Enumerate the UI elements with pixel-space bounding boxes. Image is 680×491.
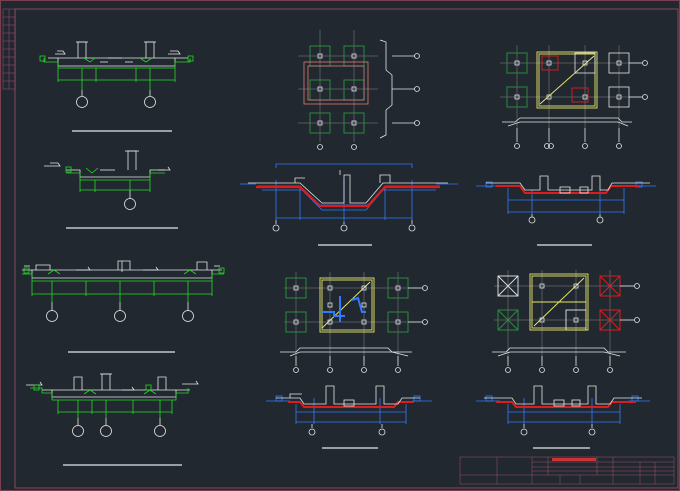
plan-view-2[interactable] xyxy=(500,45,648,149)
view-underlines xyxy=(63,130,592,466)
bearing-section-2[interactable] xyxy=(44,150,171,210)
section-detail-2[interactable] xyxy=(476,175,656,224)
bearing-section-3[interactable] xyxy=(22,260,225,322)
plan-view-3[interactable] xyxy=(280,272,428,373)
section-detail-3[interactable] xyxy=(266,385,432,436)
section-detail-1[interactable] xyxy=(240,163,458,232)
section-detail-4[interactable] xyxy=(476,385,650,436)
bearing-section-4[interactable] xyxy=(26,373,199,437)
binding-margin-strip xyxy=(2,8,16,90)
bearing-section-1[interactable] xyxy=(39,41,194,108)
plan-view-1[interactable] xyxy=(298,30,420,150)
title-block xyxy=(459,456,675,485)
title-block-red-label xyxy=(552,458,596,461)
plan-view-4[interactable] xyxy=(492,270,640,373)
